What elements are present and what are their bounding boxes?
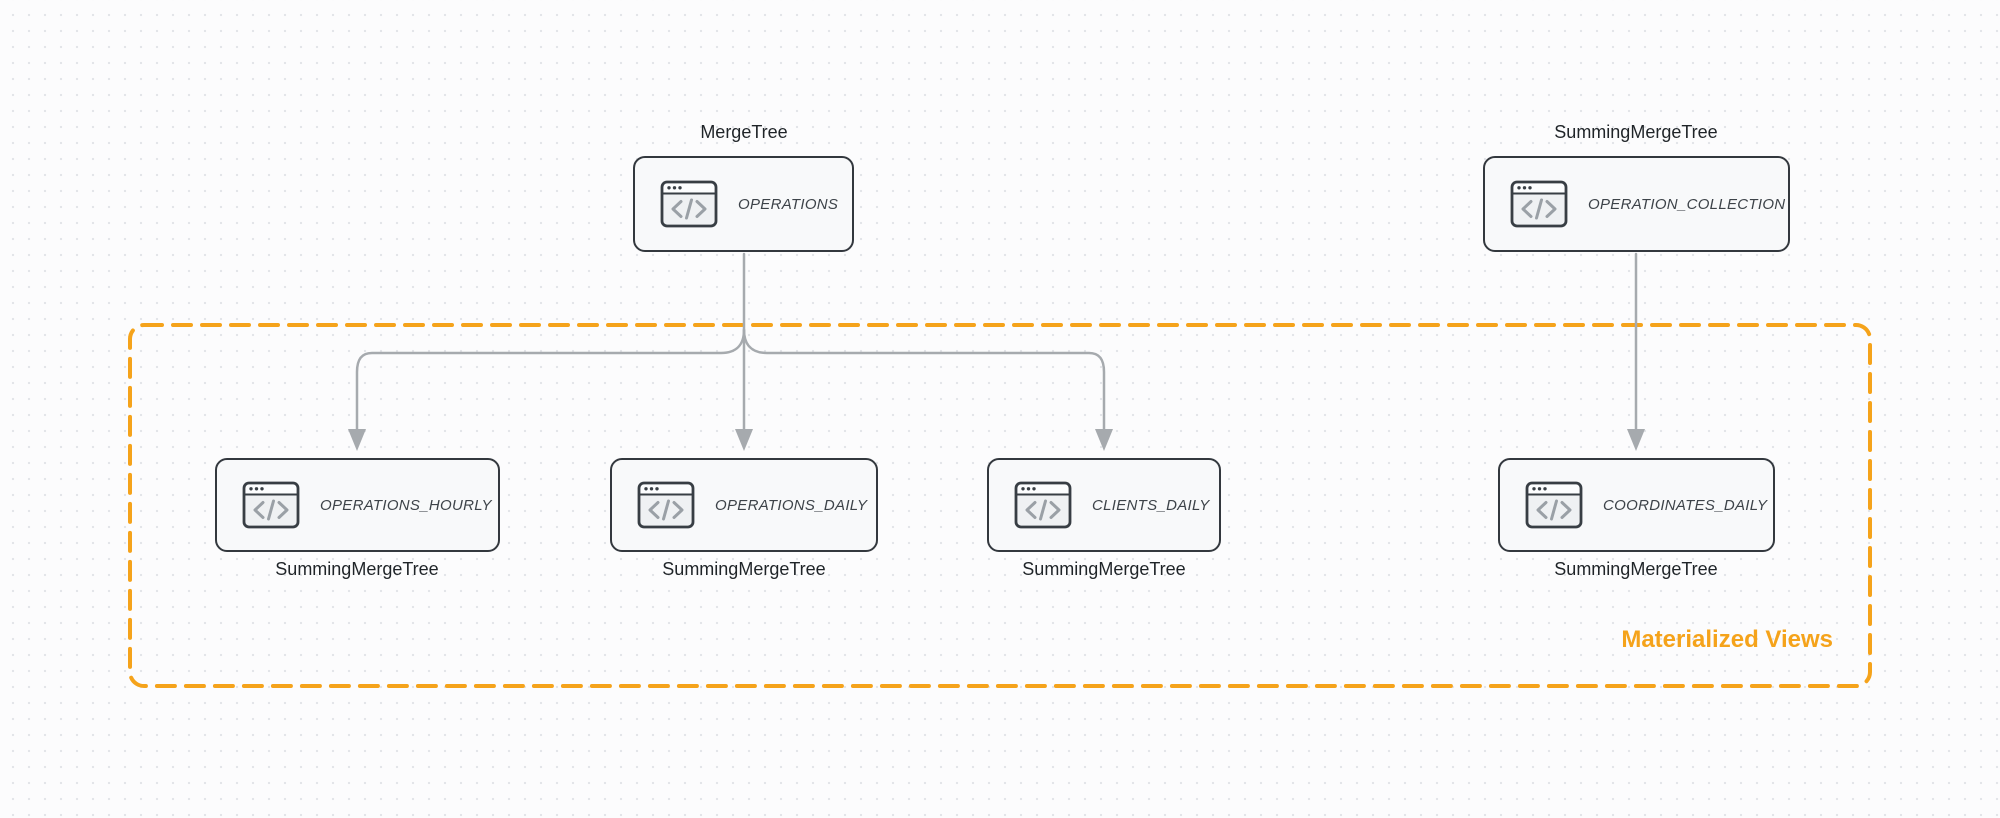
materialized-views-frame[interactable] xyxy=(128,323,1872,688)
node-label: CLIENTS_DAILY xyxy=(1092,496,1210,514)
code-window-icon xyxy=(1510,180,1568,228)
arrowhead-icon xyxy=(1095,429,1113,451)
node-label: OPERATIONS_DAILY xyxy=(715,496,868,514)
arrowhead-icon xyxy=(348,429,366,451)
engine-label-summingmergetree[interactable]: SummingMergeTree xyxy=(1554,122,1718,142)
node-label: OPERATIONS xyxy=(738,195,839,213)
code-window-icon xyxy=(1014,481,1072,529)
edge-operations-to-clients-daily[interactable] xyxy=(742,328,1106,431)
node-coordinates-daily[interactable]: COORDINATES_DAILY xyxy=(1498,458,1775,552)
node-operations-daily[interactable]: OPERATIONS_DAILY xyxy=(610,458,878,552)
code-window-icon xyxy=(637,481,695,529)
materialized-views-label[interactable]: Materialized Views xyxy=(1621,626,1833,653)
code-window-icon xyxy=(660,180,718,228)
arrowhead-icon xyxy=(735,429,753,451)
engine-label-hourly[interactable]: SummingMergeTree xyxy=(275,559,439,579)
node-operation-collection[interactable]: OPERATION_COLLECTION xyxy=(1483,156,1790,252)
engine-label-coordinates[interactable]: SummingMergeTree xyxy=(1554,559,1718,579)
node-operations[interactable]: OPERATIONS xyxy=(633,156,854,252)
node-label: COORDINATES_DAILY xyxy=(1603,496,1768,514)
arrowhead-icon xyxy=(1627,429,1645,451)
code-window-icon xyxy=(1525,481,1583,529)
code-window-icon xyxy=(242,481,300,529)
node-clients-daily[interactable]: CLIENTS_DAILY xyxy=(987,458,1221,552)
node-label: OPERATION_COLLECTION xyxy=(1588,195,1786,213)
engine-label-clients[interactable]: SummingMergeTree xyxy=(1022,559,1186,579)
engine-label-daily[interactable]: SummingMergeTree xyxy=(662,559,826,579)
edge-operations-to-operations-hourly[interactable] xyxy=(355,328,746,431)
engine-label-mergetree[interactable]: MergeTree xyxy=(700,122,788,142)
node-label: OPERATIONS_HOURLY xyxy=(320,496,492,514)
node-operations-hourly[interactable]: OPERATIONS_HOURLY xyxy=(215,458,500,552)
